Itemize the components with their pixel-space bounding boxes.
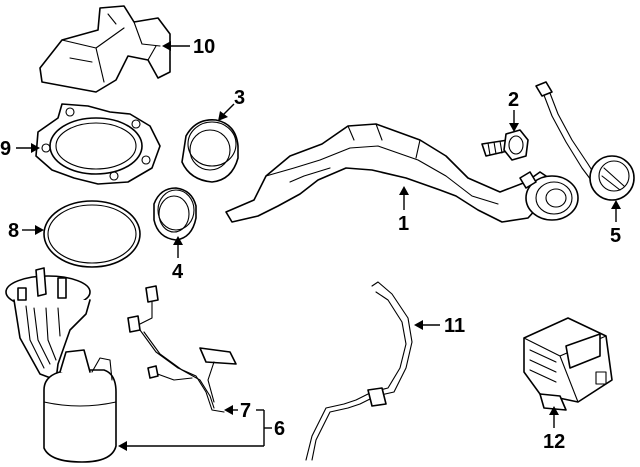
- callout-10: 10: [193, 36, 215, 58]
- callout-labels: 10 9 8 3 4 2 1 5 11 12 7 6: [0, 36, 621, 453]
- leader-lines: [16, 41, 621, 451]
- callout-8: 8: [8, 220, 19, 242]
- callout-4: 4: [172, 261, 184, 283]
- callout-5: 5: [610, 225, 621, 247]
- lock-ring: [181, 119, 239, 183]
- callout-7: 7: [240, 400, 251, 422]
- callout-2: 2: [508, 89, 519, 111]
- callout-6: 6: [274, 418, 285, 440]
- vent-hose: [305, 281, 413, 461]
- callout-3: 3: [234, 87, 245, 109]
- fuel-pump-module: [5, 267, 117, 463]
- filler-pipe: [225, 123, 579, 223]
- callout-12: 12: [543, 431, 565, 453]
- control-module: [523, 317, 613, 411]
- wiring-harness: [127, 285, 237, 413]
- o-ring: [43, 200, 141, 268]
- callout-11: 11: [444, 315, 465, 337]
- gasket: [35, 103, 161, 185]
- callout-9: 9: [0, 138, 11, 160]
- bolt: [481, 129, 529, 161]
- callout-1: 1: [398, 213, 409, 235]
- heat-shield: [39, 5, 171, 93]
- fuel-cap: [535, 81, 635, 201]
- seal: [153, 187, 197, 241]
